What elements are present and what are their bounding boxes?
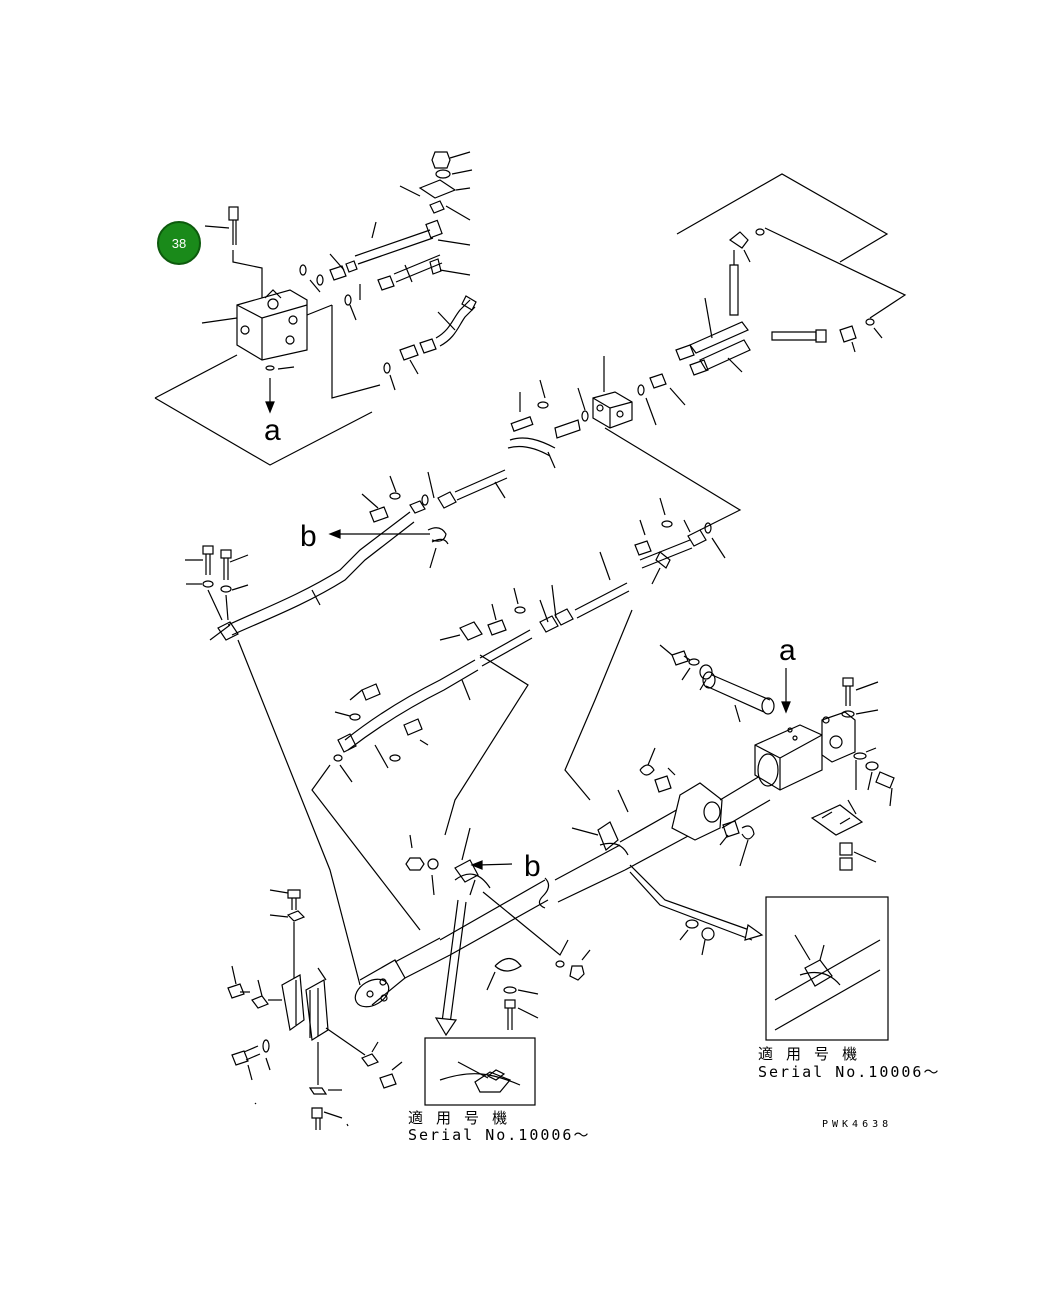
pipe-group-middle (185, 379, 726, 931)
right-fasteners (810, 677, 895, 871)
serial-note-left-line1: 適 用 号 機 (408, 1109, 509, 1127)
ref-letter-a-lower: a (779, 634, 796, 667)
drawing-code: PWK4638 (822, 1119, 892, 1130)
ref-letter-b-lower: b (524, 850, 541, 883)
bracket-assembly (227, 639, 403, 1130)
pipe-group-top-right (637, 173, 907, 426)
valve-block-assembly (154, 206, 381, 466)
ref-letter-a-top: a (264, 414, 281, 447)
reference-badge[interactable]: 38 (157, 221, 201, 265)
hose-group-top-left (299, 151, 477, 391)
serial-note-right-line1: 適 用 号 機 (758, 1045, 859, 1063)
ref-letter-b-upper: b (300, 520, 317, 553)
badge-circle (157, 221, 201, 265)
lower-clamp-group (405, 827, 591, 1030)
badge-label: 38 (172, 236, 186, 251)
serial-note-right-line2: Serial No.10006～ (758, 1063, 940, 1081)
inset-pointer-left (434, 899, 467, 1037)
inset-box-left (424, 1037, 536, 1106)
pin-and-bushings (639, 644, 775, 867)
inset-box-right (765, 896, 889, 1041)
cylinder-clamp (571, 821, 764, 956)
distribution-block (577, 356, 742, 531)
serial-note-left-line2: Serial No.10006～ (408, 1126, 590, 1144)
main-cylinder (354, 711, 856, 1008)
